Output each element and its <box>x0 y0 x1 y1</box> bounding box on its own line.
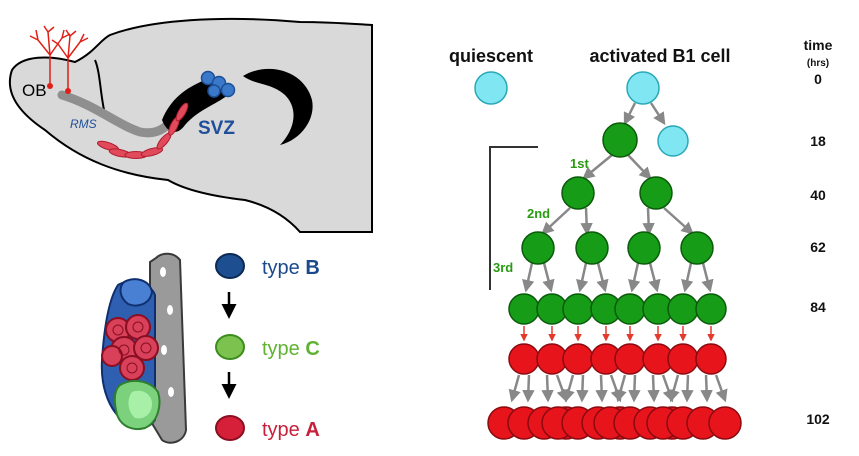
time-label: 18 <box>810 133 826 149</box>
daughter-b1-cell <box>657 125 689 157</box>
time-label: 102 <box>806 411 830 427</box>
legend-type-b-label: type B <box>262 257 320 279</box>
division-arrow <box>661 374 675 403</box>
division-arrow <box>541 207 571 235</box>
division-arrow <box>555 374 569 403</box>
ob-label: OB <box>22 81 47 100</box>
lineage-tree: quiescent activated B1 cell time (hrs) 0… <box>449 37 833 440</box>
tree-cells <box>474 71 742 440</box>
division-arrow <box>576 262 589 293</box>
type-a-cell <box>667 343 699 375</box>
time-header: time <box>804 37 833 53</box>
division-arrow <box>714 374 728 403</box>
brain-outline <box>8 17 373 233</box>
division-label-1st: 1st <box>570 156 589 171</box>
division-arrow <box>580 207 593 236</box>
division-arrow <box>582 154 613 180</box>
time-label: 0 <box>814 71 822 87</box>
type-c-cell <box>508 293 540 325</box>
niche-type-c-inner <box>128 390 152 419</box>
rms-label: RMS <box>70 117 97 131</box>
legend-type-c-swatch <box>215 334 245 360</box>
type-a-cell <box>695 343 727 375</box>
activated-b1-cell <box>626 71 660 105</box>
division-label-3rd: 3rd <box>493 260 513 275</box>
time-label: 62 <box>810 239 826 255</box>
division-arrow <box>562 374 575 403</box>
division-arrow <box>627 154 652 180</box>
type-c-cell <box>521 231 555 265</box>
niche-type-a-nuclei <box>112 321 152 374</box>
time-label: 84 <box>810 299 826 315</box>
svz-niche <box>100 252 188 444</box>
division-arrow <box>628 374 641 403</box>
type-a-cell <box>614 343 646 375</box>
svz-label: SVZ <box>198 118 235 139</box>
division-arrow <box>648 262 661 293</box>
migrating-neuroblasts <box>96 102 189 159</box>
type-c-cell <box>639 176 673 210</box>
division-arrow <box>647 374 660 403</box>
brain-section: OB RMS SVZ <box>8 17 373 233</box>
division-label-2nd: 2nd <box>527 206 550 221</box>
niche-type-a-cluster <box>101 314 159 381</box>
type-c-cell <box>667 293 699 325</box>
olfactory-neurons <box>29 25 89 94</box>
division-bracket <box>489 146 538 290</box>
cell-type-legend: type B type C type A <box>215 253 320 441</box>
type-a-cell <box>708 406 742 440</box>
division-arrow <box>667 374 680 403</box>
division-arrow <box>522 374 535 403</box>
legend-type-c-label: type C <box>262 338 320 360</box>
type-c-cell <box>562 293 594 325</box>
quiescent-label: quiescent <box>449 46 533 66</box>
division-arrow <box>576 374 589 403</box>
division-arrow <box>700 374 713 403</box>
type-b-cells-cluster <box>200 70 236 98</box>
type-c-cell <box>575 231 609 265</box>
type-c-cell <box>680 231 714 265</box>
type-c-cell <box>602 122 638 158</box>
division-arrow <box>649 102 666 126</box>
division-arrow <box>642 207 655 236</box>
type-c-cell <box>614 293 646 325</box>
division-arrow <box>508 374 521 403</box>
type-a-cell <box>562 343 594 375</box>
type-c-cell <box>561 176 595 210</box>
legend-type-a-swatch <box>215 415 245 441</box>
division-arrow <box>596 262 609 293</box>
type-c-cell <box>695 293 727 325</box>
division-arrow <box>681 374 694 403</box>
quiescent-b1-cell <box>474 71 508 105</box>
division-arrow <box>522 262 535 293</box>
division-arrow <box>542 262 555 293</box>
division-arrow <box>628 262 641 293</box>
legend-type-a-label: type A <box>262 419 320 441</box>
time-label: 40 <box>810 187 826 203</box>
time-unit: (hrs) <box>807 58 829 69</box>
type-c-cell <box>627 231 661 265</box>
tree-arrows <box>508 102 728 403</box>
division-arrow <box>681 262 694 293</box>
division-arrow <box>541 374 554 403</box>
division-arrow <box>701 262 714 293</box>
type-a-cell <box>508 343 540 375</box>
hippocampus-shape <box>243 68 313 145</box>
division-arrow <box>663 207 694 235</box>
ependymal-spots <box>160 267 174 397</box>
legend-type-b-swatch <box>215 253 245 279</box>
division-arrow <box>595 374 608 403</box>
division-arrow <box>614 374 627 403</box>
ob-divider <box>94 59 105 111</box>
niche-type-b-apical <box>119 278 154 307</box>
activated-b1-label: activated B1 cell <box>589 46 730 66</box>
time-axis-labels: 0 18 40 62 84 102 <box>806 71 830 427</box>
division-arrow <box>623 102 637 126</box>
